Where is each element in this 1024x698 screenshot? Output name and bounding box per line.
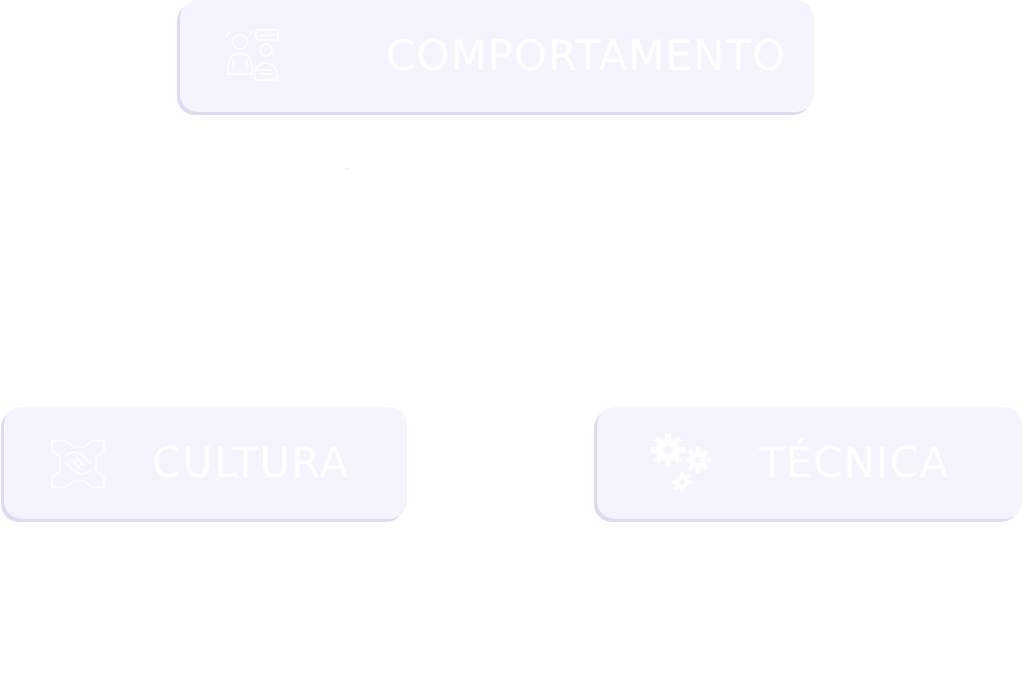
- comportamento-card: COMPORTAMENTO: [180, 0, 814, 112]
- tecnica-card: TÉCNICA: [597, 407, 1022, 519]
- comportamento-label: COMPORTAMENTO: [386, 31, 787, 80]
- handshake-icon: [46, 431, 110, 495]
- tecnica-label: TÉCNICA: [759, 438, 950, 487]
- stray-mark: [345, 168, 349, 170]
- cultura-card: CULTURA: [4, 407, 407, 519]
- gears-icon: [650, 430, 716, 496]
- team-people-icon: [220, 24, 284, 88]
- cultura-label: CULTURA: [152, 438, 350, 487]
